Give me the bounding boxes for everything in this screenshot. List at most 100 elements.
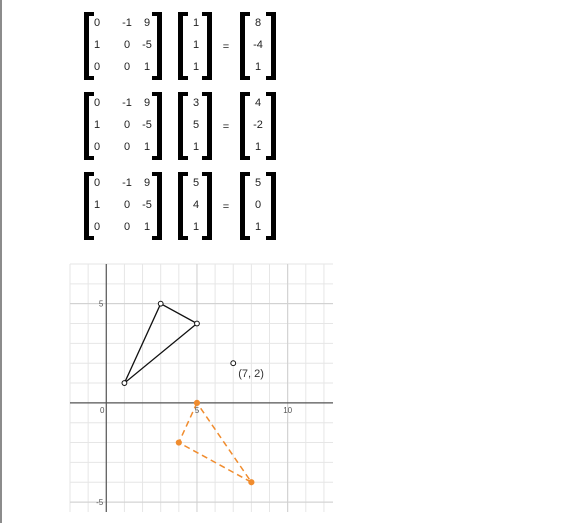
matrix-right-bracket-bottom: [152, 236, 162, 240]
matrix-entry: 0: [124, 61, 130, 73]
matrix-left-bracket-top: [84, 172, 94, 176]
y-tick-label: -5: [96, 498, 104, 507]
matrix-entry: 0: [124, 221, 130, 233]
matrix-entry: -5: [142, 39, 152, 51]
result-right-bracket-top: [266, 12, 276, 16]
vector-left-bracket: [178, 12, 183, 80]
matrix-entry: -5: [142, 119, 152, 131]
result-entry: 1: [255, 221, 261, 233]
matrix-entry: 0: [124, 119, 130, 131]
matrix-entry: 0: [124, 39, 130, 51]
result-entry: 5: [255, 177, 261, 189]
matrix-entry: 9: [144, 177, 150, 189]
image-triangle: [177, 401, 252, 483]
matrix-entry: -1: [122, 177, 132, 189]
result-entry: 1: [255, 141, 261, 153]
vector-right-bracket-top: [202, 172, 212, 176]
vector-entry: 5: [193, 177, 199, 189]
matrix-entry: 0: [94, 97, 100, 109]
vector-right-bracket-bottom: [202, 76, 212, 80]
matrix-entry: 0: [94, 17, 100, 29]
vector-left-bracket: [178, 172, 183, 240]
matrix-entry: 0: [124, 141, 130, 153]
vector-entry: 1: [193, 221, 199, 233]
result-right-bracket-top: [266, 172, 276, 176]
x-tick-label: 0: [100, 406, 105, 415]
result-left-bracket: [240, 12, 245, 80]
vector-left-bracket-bottom: [178, 236, 188, 240]
vector-entry: 5: [193, 119, 199, 131]
matrix-right-bracket-bottom: [152, 156, 162, 160]
result-right-bracket: [271, 92, 276, 160]
result-right-bracket-bottom: [266, 76, 276, 80]
vector-right-bracket-top: [202, 12, 212, 16]
matrix-entry: 1: [144, 221, 150, 233]
matrix-left-bracket-bottom: [84, 236, 94, 240]
result-left-bracket-top: [240, 92, 250, 96]
matrix-left-bracket: [84, 92, 89, 160]
vector-entry: 1: [193, 61, 199, 73]
matrix-entry: -1: [122, 17, 132, 29]
result-entry: 8: [255, 17, 261, 29]
matrix-entry: 9: [144, 17, 150, 29]
vector-entry: 4: [193, 199, 199, 211]
result-left-bracket: [240, 172, 245, 240]
matrix-right-bracket: [157, 92, 162, 160]
vector-entry: 1: [193, 141, 199, 153]
vector-entry: 1: [193, 17, 199, 29]
result-entry: -4: [253, 39, 263, 51]
matrix-entry: 9: [144, 97, 150, 109]
y-tick-label: 5: [99, 300, 104, 309]
result-left-bracket-top: [240, 12, 250, 16]
matrix-right-bracket-bottom: [152, 76, 162, 80]
result-left-bracket: [240, 92, 245, 160]
vector-left-bracket-bottom: [178, 76, 188, 80]
image-vertex: [175, 439, 182, 446]
grid: [69, 263, 333, 512]
vector-right-bracket-bottom: [202, 236, 212, 240]
original-vertex: [121, 380, 128, 386]
matrix-entry: 0: [94, 61, 100, 73]
vector-right-bracket-top: [202, 92, 212, 96]
equals-sign: =: [223, 41, 229, 53]
vector-right-bracket: [207, 172, 212, 240]
matrix-left-bracket-top: [84, 92, 94, 96]
vector-entry: 3: [193, 97, 199, 109]
equals-sign: =: [223, 121, 229, 133]
result-left-bracket-bottom: [240, 236, 250, 240]
matrix-entry: 1: [94, 119, 100, 131]
left-border: [0, 0, 2, 523]
vector-entry: 1: [193, 39, 199, 51]
image-vertex: [248, 479, 255, 486]
matrix-right-bracket-top: [152, 172, 162, 176]
matrix-entry: 1: [94, 39, 100, 51]
matrix-left-bracket: [84, 172, 89, 240]
equals-sign: =: [223, 201, 229, 213]
result-right-bracket-bottom: [266, 156, 276, 160]
result-right-bracket-top: [266, 92, 276, 96]
result-entry: 0: [255, 199, 261, 211]
result-right-bracket: [271, 172, 276, 240]
vector-right-bracket-bottom: [202, 156, 212, 160]
result-left-bracket-top: [240, 172, 250, 176]
equation-1: 0 -1 9 1 0 -5 0 0 1 1 1 1 = 8 -4 1: [84, 12, 276, 80]
result-right-bracket-bottom: [266, 236, 276, 240]
vector-left-bracket: [178, 92, 183, 160]
matrix-entry: 1: [144, 61, 150, 73]
image-vertex: [193, 399, 201, 406]
matrix-entry: 1: [144, 141, 150, 153]
vector-left-bracket-top: [178, 92, 188, 96]
original-vertex: [157, 300, 164, 307]
matrix-entry: -5: [142, 199, 152, 211]
vector-right-bracket: [207, 12, 212, 80]
matrix-left-bracket-top: [84, 12, 94, 16]
matrix-right-bracket-top: [152, 92, 162, 96]
x-tick-label: 10: [283, 406, 292, 415]
result-entry: 1: [255, 61, 261, 73]
original-triangle: [123, 302, 199, 384]
matrix-left-bracket-bottom: [84, 76, 94, 80]
matrix-right-bracket: [157, 172, 162, 240]
